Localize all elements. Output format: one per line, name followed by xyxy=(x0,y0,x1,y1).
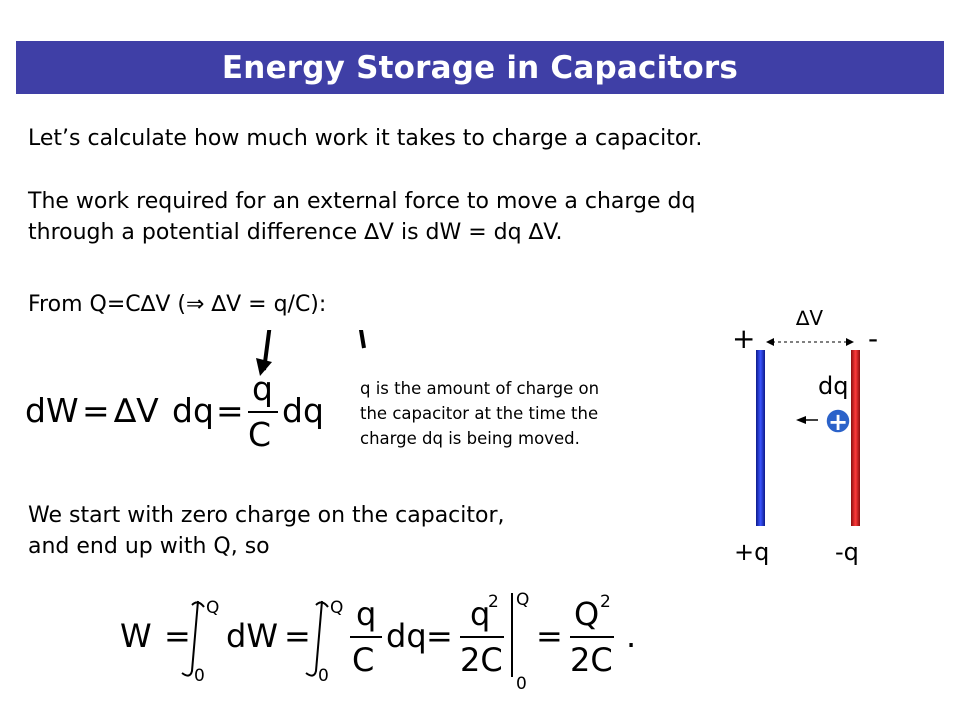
start-line-2: and end up with Q, so xyxy=(28,534,270,559)
eq2-dw: dW xyxy=(226,617,278,655)
from-q-text: From Q=C∆V (⇒ ∆V = q/C): xyxy=(28,292,327,317)
eq2-frac3-exp: 2 xyxy=(600,592,611,612)
eq1-denominator-c: C xyxy=(248,415,271,454)
eq2-equals-3: = xyxy=(426,617,453,655)
eq2-int2-lower: 0 xyxy=(318,666,329,686)
eq2-int2-upper: Q xyxy=(330,598,343,618)
eq1-equals-1: = xyxy=(82,391,110,430)
eq2-equals-2: = xyxy=(284,617,311,655)
work-line-2: through a potential difference ∆V is dW … xyxy=(28,220,563,245)
work-line-1: The work required for an external force … xyxy=(28,189,696,214)
minus-sign: - xyxy=(868,322,878,355)
eq2-frac2-num: q xyxy=(470,595,490,633)
integral-1 xyxy=(181,600,205,677)
equation-w: W = Q 0 dW = Q 0 q C dq = q 2 2C Q 0 = Q… xyxy=(120,590,636,694)
q-note-line-3: charge dq is being moved. xyxy=(360,429,580,448)
delta-v-arrow-right xyxy=(846,338,854,346)
eq2-w: W xyxy=(120,617,152,655)
q-note-line-2: the capacitor at the time the xyxy=(360,404,599,423)
negative-plate xyxy=(851,350,860,526)
q-note: q is the amount of charge on the capacit… xyxy=(360,376,599,451)
eq2-equals-1: = xyxy=(164,617,191,655)
start-line-1: We start with zero charge on the capacit… xyxy=(28,503,505,528)
charge-arrow-head xyxy=(796,416,806,424)
eq1-dq-2: dq xyxy=(282,391,324,430)
positive-plate xyxy=(756,350,765,526)
work-paragraph: The work required for an external force … xyxy=(28,186,695,248)
charge-plus-symbol: + xyxy=(828,408,848,436)
capacitor-diagram: ∆V + - dq + +q -q xyxy=(732,306,878,566)
slide-title: Energy Storage in Capacitors xyxy=(221,49,739,86)
bracket-arrowhead xyxy=(256,358,272,376)
eq1-delta-v: ∆V xyxy=(113,391,159,430)
eq1-dw: dW xyxy=(25,391,79,430)
eq1-equals-2: = xyxy=(216,391,244,430)
eq2-frac2-exp: 2 xyxy=(488,592,499,612)
eq2-dq: dq xyxy=(386,617,427,655)
eq2-int1-lower: 0 xyxy=(194,666,205,686)
delta-v-arrow-left xyxy=(766,338,774,346)
eq2-frac1-num: q xyxy=(356,595,376,633)
bracket-line xyxy=(262,330,366,371)
q-note-line-1: q is the amount of charge on xyxy=(360,379,600,398)
plus-q-label: +q xyxy=(734,538,769,566)
equation-dw: dW = ∆V dq = q C dq xyxy=(25,330,366,454)
title-bar: Energy Storage in Capacitors xyxy=(16,41,944,94)
eq2-eval-upper: Q xyxy=(516,590,529,610)
integral-2 xyxy=(305,600,329,677)
charge-dq-icon xyxy=(825,408,851,434)
eq2-int1-upper: Q xyxy=(206,598,219,618)
eq1-numerator-q: q xyxy=(252,369,273,408)
plus-sign: + xyxy=(732,322,755,355)
eq2-frac1-den: C xyxy=(352,641,374,679)
delta-v-label: ∆V xyxy=(795,306,823,330)
eq2-period: . xyxy=(626,617,636,655)
minus-q-label: -q xyxy=(835,538,859,566)
eq2-frac3-num: Q xyxy=(574,595,599,633)
eq2-equals-4: = xyxy=(536,617,563,655)
eq2-frac2-den: 2C xyxy=(460,641,503,679)
intro-text: Let’s calculate how much work it takes t… xyxy=(28,126,703,151)
eq2-eval-lower: 0 xyxy=(516,674,527,694)
dq-label: dq xyxy=(818,372,848,400)
start-paragraph: We start with zero charge on the capacit… xyxy=(28,500,505,562)
eq1-dq-1: dq xyxy=(172,391,214,430)
eq2-frac3-den: 2C xyxy=(570,641,613,679)
